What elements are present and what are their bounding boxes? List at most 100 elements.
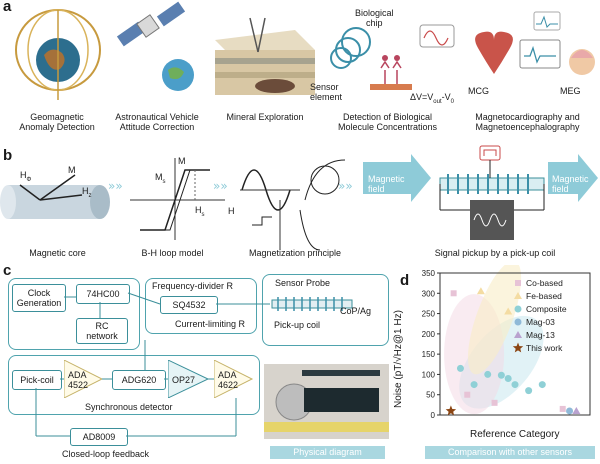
point-composite <box>511 381 519 389</box>
satellite-icon <box>116 1 194 91</box>
svg-text:»»: »» <box>213 179 228 193</box>
caption-signal-pickup: Signal pickup by a pick-up coil <box>434 248 556 258</box>
sensor-probe-label: Sensor Probe <box>275 278 331 288</box>
earth-field-icon <box>15 9 101 100</box>
y-tick-label: 100 <box>422 370 436 379</box>
mcg-meg-icon <box>475 11 595 75</box>
legend-label: Mag-13 <box>526 330 555 340</box>
caption-astronautical: Astronautical Vehicle Attitude Correctio… <box>115 112 199 132</box>
clock-frame <box>8 278 140 350</box>
sensor-probe-frame <box>262 274 389 346</box>
legend-marker-5 <box>512 342 524 353</box>
mineral-exploration-icon <box>215 17 315 95</box>
divider-frame <box>145 278 257 334</box>
biological-detection-icon <box>330 24 455 90</box>
x-axis-title: Reference Category <box>470 429 560 440</box>
point-co-based <box>450 290 457 297</box>
closed-loop-label: Closed-loop feedback <box>62 449 150 459</box>
hs-label: Hs <box>195 205 205 218</box>
physical-photo <box>264 364 389 439</box>
point-composite <box>456 364 464 372</box>
panel-letter-b: b <box>3 147 13 164</box>
panel-a-illustrations <box>15 1 595 100</box>
caption-magnetization: Magnetization principle <box>248 248 342 258</box>
panel-letter-c: c <box>3 262 12 279</box>
h-phi-label: HΦ <box>20 170 32 183</box>
h-axis-label: H <box>228 206 235 216</box>
current-limiting-label: Current-limiting R <box>175 319 246 329</box>
panel-letter-d: d <box>400 272 410 289</box>
panel-letter-a: a <box>3 0 12 15</box>
comparison-tag: Comparison with other sensors <box>425 446 595 459</box>
legend-marker-4 <box>514 331 522 338</box>
magnetic-field-label-left: Magnetic field <box>368 174 405 194</box>
point-fe-based <box>476 287 485 295</box>
magnetization-icon <box>240 159 346 251</box>
sq4532-block: SQ4532 <box>160 296 218 314</box>
legend-marker-2 <box>514 305 522 313</box>
ada4622-label: ADA 4622 <box>218 370 239 390</box>
panel-c-wires <box>35 292 270 437</box>
hc00-block: 74HC00 <box>76 284 130 304</box>
ms-label: Ms <box>155 172 166 185</box>
caption-biological: Detection of Biological Molecule Concent… <box>337 112 438 132</box>
point-this-work <box>445 405 457 416</box>
point-composite <box>525 387 533 395</box>
magnetic-core-icon <box>0 174 110 219</box>
legend-marker-1 <box>514 292 522 299</box>
caption-bh-loop: B-H loop model <box>141 248 204 258</box>
caption-mineral: Mineral Exploration <box>226 112 304 122</box>
magnetic-field-label-right: Magnetic field <box>552 174 589 194</box>
ada4522-label: ADA 4522 <box>68 370 89 390</box>
sync-detector-label: Synchronous detector <box>85 402 173 412</box>
legend-marker-0 <box>515 280 521 286</box>
point-co-based <box>464 391 471 398</box>
rc-network-block: RC network <box>76 318 128 344</box>
y-tick-label: 350 <box>422 269 436 278</box>
point-composite <box>470 381 478 389</box>
copag-label: CoP/Ag <box>340 306 372 316</box>
m-label: M <box>68 165 76 175</box>
op27-label: OP27 <box>172 375 196 385</box>
delta-v-label: ΔV=Vout-V0 <box>410 92 454 105</box>
pickup-coil-label: Pick-up coil <box>274 320 321 330</box>
point-mag-03 <box>566 407 574 415</box>
y-tick-label: 50 <box>426 391 435 400</box>
legend-label: Mag-03 <box>526 317 555 327</box>
svg-text:»»: »» <box>338 179 353 193</box>
y-tick-label: 250 <box>422 310 436 319</box>
svg-text:»»: »» <box>108 179 123 193</box>
caption-geomagnetic: Geomagnetic Anomaly Detection <box>19 112 95 132</box>
caption-magnetic-core: Magnetic core <box>29 248 86 258</box>
point-composite <box>497 371 505 379</box>
bh-loop-icon <box>130 158 225 240</box>
legend-label: Co-based <box>526 278 563 288</box>
point-fe-based <box>504 307 513 315</box>
magnetic-field-arrow-left <box>363 154 431 202</box>
m-axis-label: M <box>178 156 186 166</box>
ada4622-amp <box>214 360 254 398</box>
panel-b-illustrations: »» »» »» <box>0 145 598 251</box>
legend-label: This work <box>526 343 563 353</box>
plot-frame <box>439 272 591 416</box>
caption-mcg-meg: Magnetocardiography and Magnetoencephalo… <box>475 112 580 132</box>
y-tick-label: 200 <box>422 330 436 339</box>
legend-marker-3 <box>514 318 522 326</box>
pick-coil-block: Pick-coil <box>12 370 62 390</box>
pickup-coil-icon <box>439 145 545 240</box>
physical-diagram-tag: Physical diagram <box>270 446 385 459</box>
legend-label: Fe-based <box>526 291 562 301</box>
y-tick-label: 300 <box>422 289 436 298</box>
point-co-based <box>491 399 498 406</box>
probe-coil-icon <box>271 297 353 311</box>
sensor-element-label: Sensor element <box>310 82 343 102</box>
point-co-based <box>559 405 566 412</box>
legend-label: Composite <box>526 304 567 314</box>
y-tick-label: 150 <box>422 350 436 359</box>
sync-detector-frame <box>8 355 260 415</box>
magnetic-field-arrow-right <box>548 154 598 202</box>
freq-divider-label: Frequency-divider R <box>152 281 234 291</box>
h-z-label: Hz <box>82 186 92 199</box>
point-composite <box>504 374 512 382</box>
